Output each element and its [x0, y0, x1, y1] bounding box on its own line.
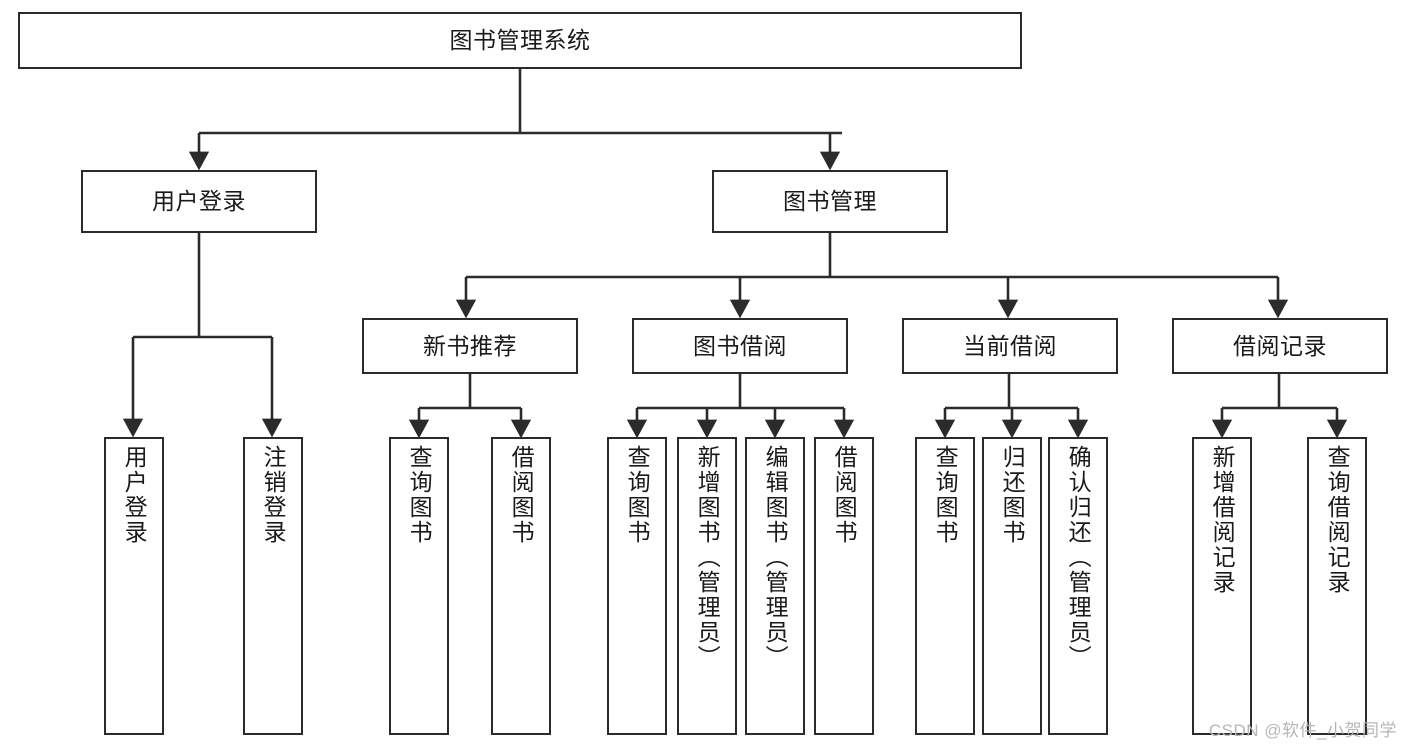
node-root-book-management-system[interactable]: 图书管理系统: [18, 12, 1022, 69]
node-label: 查询图书: [406, 445, 433, 545]
node-label: 图书管理系统: [449, 27, 591, 54]
leaf-logout-login[interactable]: 注销登录: [243, 437, 303, 735]
node-label: 归还图书: [999, 445, 1026, 545]
node-label: 用户登录: [152, 188, 246, 215]
leaf-query-book-borrow[interactable]: 查询图书: [607, 437, 667, 735]
leaf-borrow-book[interactable]: 借阅图书: [814, 437, 874, 735]
leaf-confirm-return-admin[interactable]: 确认归还（管理员）: [1048, 437, 1108, 735]
node-label: 查询图书: [932, 445, 959, 545]
node-label: 查询借阅记录: [1324, 445, 1351, 595]
node-new-book-recommend[interactable]: 新书推荐: [362, 318, 578, 374]
leaf-user-login[interactable]: 用户登录: [104, 437, 164, 735]
node-current-borrow[interactable]: 当前借阅: [902, 318, 1118, 374]
leaf-borrow-book-new-recommend[interactable]: 借阅图书: [491, 437, 551, 735]
node-label: 当前借阅: [963, 332, 1057, 359]
node-label: 注销登录: [260, 445, 287, 545]
leaf-add-borrow-record[interactable]: 新增借阅记录: [1192, 437, 1252, 735]
leaf-query-borrow-record[interactable]: 查询借阅记录: [1307, 437, 1367, 735]
node-label: 新书推荐: [423, 332, 517, 359]
node-user-login[interactable]: 用户登录: [81, 170, 317, 233]
node-book-management[interactable]: 图书管理: [712, 170, 948, 233]
node-label: 编辑图书（管理员）: [762, 445, 789, 670]
node-label: 用户登录: [121, 445, 148, 545]
leaf-query-book-current[interactable]: 查询图书: [915, 437, 975, 735]
node-label: 图书借阅: [693, 332, 787, 359]
node-label: 借阅图书: [508, 445, 535, 545]
leaf-edit-book-admin[interactable]: 编辑图书（管理员）: [745, 437, 805, 735]
node-label: 图书管理: [783, 188, 877, 215]
leaf-query-book-new-recommend[interactable]: 查询图书: [389, 437, 449, 735]
node-label: 确认归还（管理员）: [1065, 445, 1092, 670]
node-label: 新增图书（管理员）: [694, 445, 721, 670]
csdn-watermark: CSDN @软件_小贺同学: [1208, 721, 1397, 740]
leaf-add-book-admin[interactable]: 新增图书（管理员）: [677, 437, 737, 735]
node-label: 借阅记录: [1233, 332, 1327, 359]
node-label: 借阅图书: [831, 445, 858, 545]
node-borrow-record[interactable]: 借阅记录: [1172, 318, 1388, 374]
node-book-borrow[interactable]: 图书借阅: [632, 318, 848, 374]
node-label: 查询图书: [624, 445, 651, 545]
node-label: 新增借阅记录: [1209, 445, 1236, 595]
leaf-return-book[interactable]: 归还图书: [982, 437, 1042, 735]
